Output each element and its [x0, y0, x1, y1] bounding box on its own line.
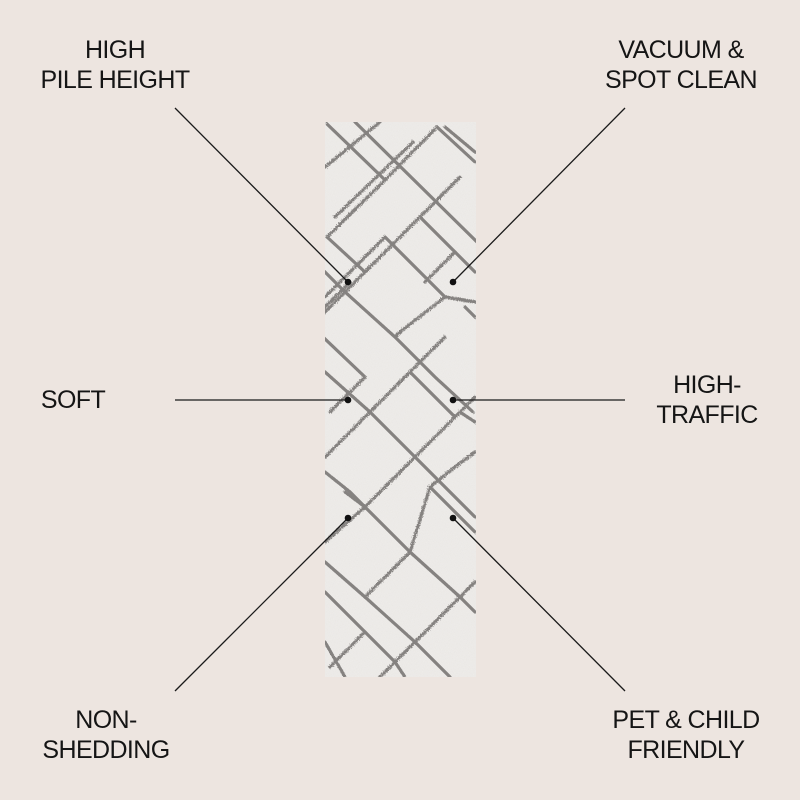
trellis-pattern: [325, 122, 476, 677]
feature-label-line: HIGH: [84, 36, 146, 64]
feature-label-line: SPOT CLEAN: [605, 66, 758, 94]
feature-label-line: FRIENDLY: [627, 736, 746, 764]
feature-label-line: HIGH-: [673, 371, 741, 399]
rug-product-image: [325, 122, 476, 677]
feature-label-line: SOFT: [40, 386, 106, 414]
feature-label-line: SHEDDING: [42, 736, 170, 764]
connector-pet-child-friendly: [452, 517, 626, 692]
connector-non-shedding: [174, 517, 349, 692]
feature-label-line: TRAFFIC: [656, 401, 758, 429]
feature-label-line: NON-: [75, 706, 137, 734]
feature-label-line: PET & CHILD: [612, 706, 760, 734]
feature-label-soft: SOFT: [40, 385, 106, 415]
feature-label-line: PILE HEIGHT: [40, 66, 191, 94]
feature-label-high-pile-height: HIGH PILE HEIGHT: [40, 35, 191, 95]
connector-vacuum-spot-clean: [452, 107, 626, 283]
feature-label-high-traffic: HIGH- TRAFFIC: [656, 370, 758, 430]
feature-label-vacuum-spot-clean: VACUUM & SPOT CLEAN: [605, 35, 758, 95]
feature-label-non-shedding: NON- SHEDDING: [42, 705, 170, 765]
feature-label-pet-child-friendly: PET & CHILD FRIENDLY: [612, 705, 760, 765]
feature-label-line: VACUUM &: [618, 36, 744, 64]
connector-high-pile-height: [174, 107, 349, 283]
